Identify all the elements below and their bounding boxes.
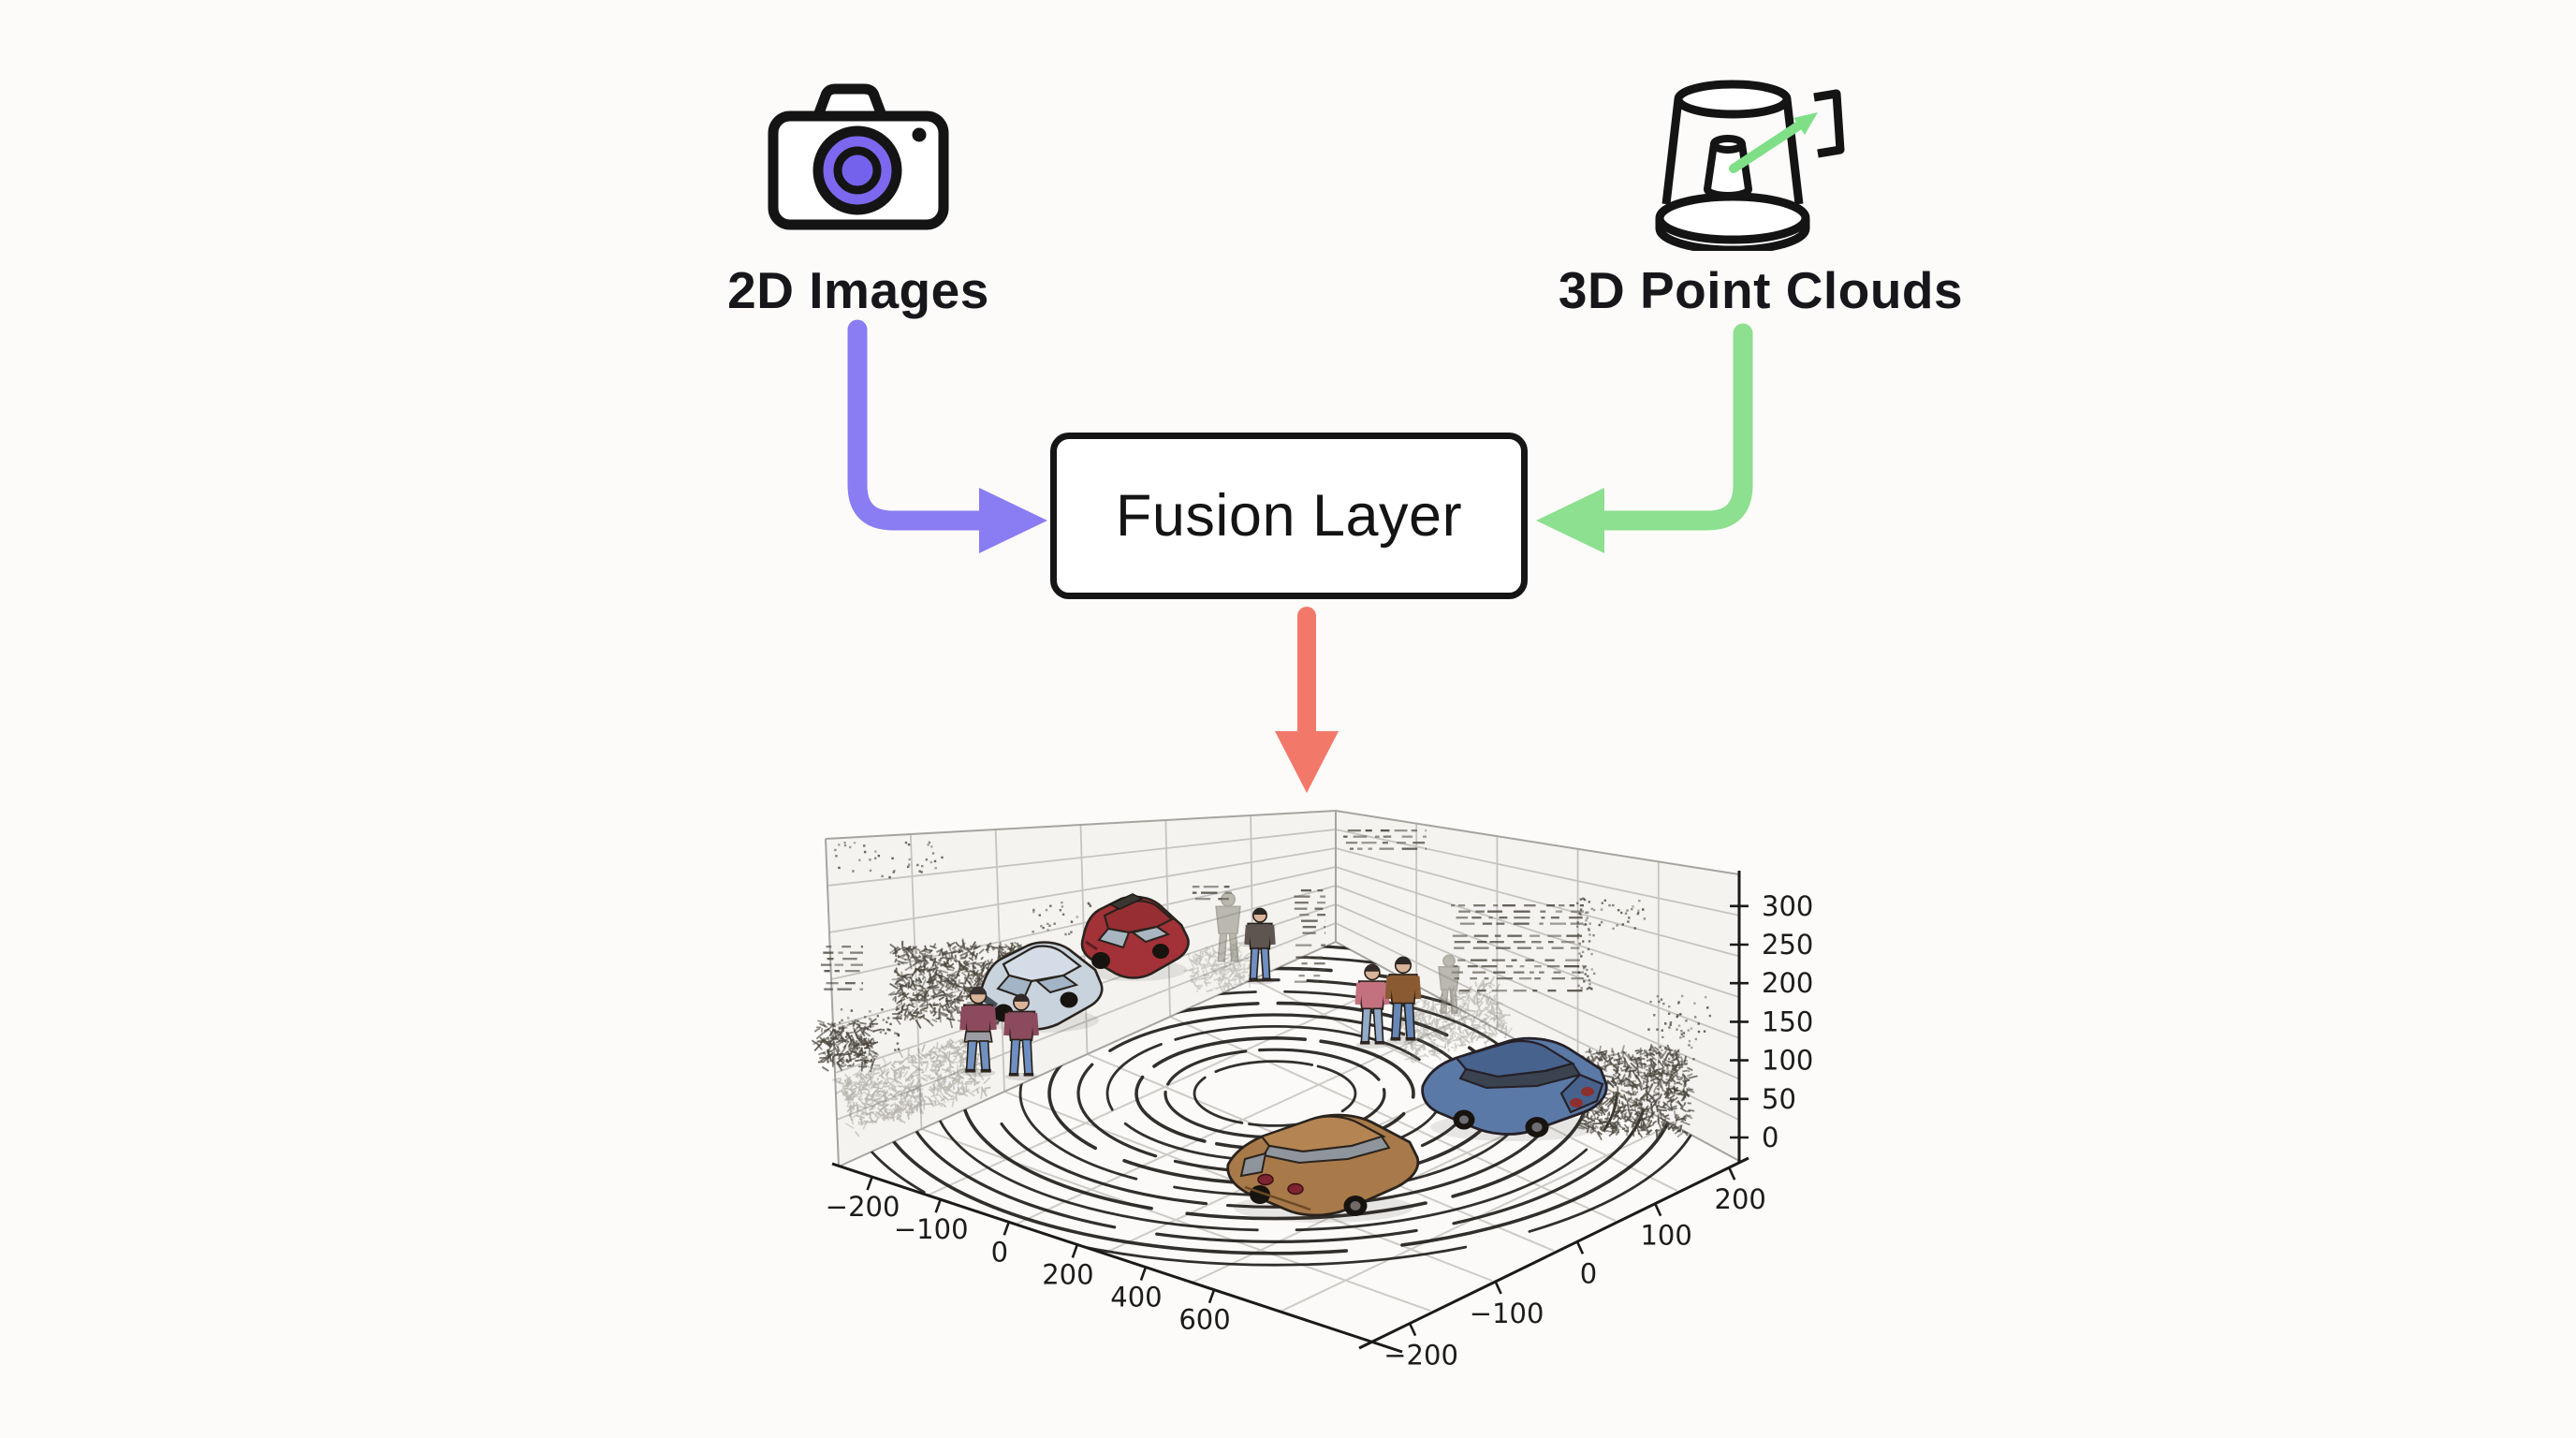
2d-images-label: 2D Images <box>727 261 989 319</box>
flow-arrows <box>847 319 1753 793</box>
arrow-3d-to-fusion <box>1592 323 1753 531</box>
arrow-2d-to-fusion <box>847 319 991 531</box>
y-tick-label: 200 <box>1715 1183 1766 1215</box>
z-tick-label: 0 <box>1762 1122 1778 1153</box>
arrow-fusion-head <box>1275 731 1339 793</box>
arrow-2d-head <box>979 488 1047 553</box>
pointcloud-cluster <box>1647 994 1712 1035</box>
y-tick-label: 0 <box>1580 1257 1597 1289</box>
y-tick-label: 100 <box>1640 1220 1691 1252</box>
fusion-layer-box: Fusion Layer <box>1050 433 1528 599</box>
y-tick-label: −200 <box>1383 1340 1458 1372</box>
pointcloud-cluster <box>831 1032 991 1137</box>
pointcloud-cluster <box>1343 829 1427 850</box>
pointcloud-cluster <box>1598 899 1647 931</box>
lidar-beam <box>1729 117 1809 173</box>
pointcloud-cluster <box>820 946 863 990</box>
x-tick-label: −200 <box>826 1191 900 1223</box>
tick-labels: −200−1000200400600−200−10001002000501001… <box>826 890 1814 1372</box>
car-brown <box>1226 1113 1420 1223</box>
pointcloud-cluster <box>811 1018 883 1073</box>
z-tick-label: 150 <box>1762 1005 1813 1037</box>
z-tick-label: 100 <box>1762 1045 1813 1077</box>
ghost-center <box>1215 891 1241 962</box>
3d-point-clouds-label: 3D Point Clouds <box>1558 261 1964 319</box>
ped-center <box>1244 907 1276 985</box>
lidar-icon <box>1655 80 1845 251</box>
scene-3d-plot: −200−1000200400600−200−10001002000501001… <box>811 810 1814 1372</box>
ped-right-man <box>1384 956 1422 1046</box>
car-red <box>1080 893 1190 981</box>
ghost-right <box>1438 954 1460 1014</box>
car-silver <box>978 941 1104 1033</box>
pointcloud-cluster <box>1654 1034 1698 1074</box>
x-tick-label: 400 <box>1110 1282 1162 1313</box>
x-tick-label: 200 <box>1042 1258 1093 1290</box>
ped-left-2 <box>1003 993 1039 1080</box>
z-tick-label: 200 <box>1762 967 1813 999</box>
pointcloud-cluster <box>1032 901 1092 936</box>
lidar-ring <box>1134 1036 1415 1151</box>
z-tick-label: 250 <box>1762 929 1813 961</box>
x-axis <box>831 1162 1403 1354</box>
lidar-ring <box>1193 1060 1357 1127</box>
fusion-layer-label: Fusion Layer <box>1115 483 1463 549</box>
pointcloud-cluster <box>1294 889 1325 983</box>
pointcloud-cluster <box>834 841 944 879</box>
y-tick-label: −100 <box>1470 1298 1544 1329</box>
x-tick-label: 0 <box>991 1236 1008 1268</box>
pointcloud-cluster <box>1576 897 1596 990</box>
y-axis <box>1358 1156 1749 1350</box>
ped-left-1 <box>959 986 997 1078</box>
lidar-ring <box>1164 1048 1386 1139</box>
tick-marks <box>866 904 1749 1337</box>
input-3d-pointclouds-node <box>1644 71 1850 251</box>
ped-right-woman <box>1354 963 1390 1049</box>
camera-icon <box>768 83 949 230</box>
pointcloud-cluster <box>1183 940 1259 993</box>
input-2d-images-node <box>764 81 953 240</box>
car-blue <box>1421 1036 1608 1141</box>
axes <box>831 871 1749 1354</box>
x-tick-label: 600 <box>1178 1304 1230 1336</box>
z-tick-label: 300 <box>1762 890 1813 922</box>
z-tick-label: 50 <box>1762 1083 1796 1115</box>
arrow-3d-head <box>1536 488 1604 553</box>
x-tick-label: −100 <box>894 1213 969 1245</box>
pointcloud-cluster <box>1451 904 1584 992</box>
